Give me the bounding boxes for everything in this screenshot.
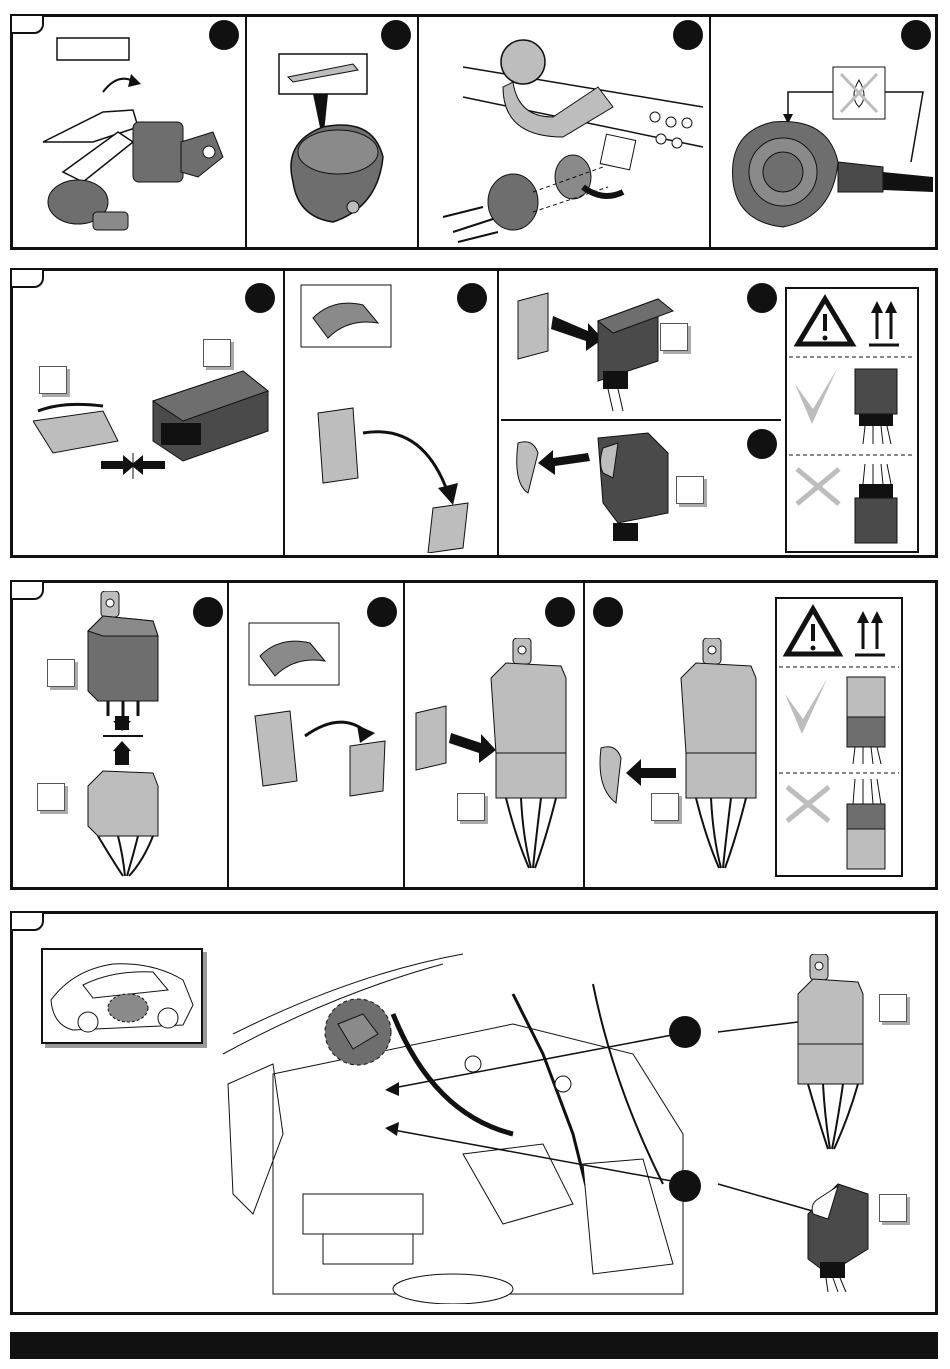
divider bbox=[417, 17, 419, 247]
divider bbox=[583, 583, 585, 887]
section-1-tab bbox=[10, 14, 44, 34]
section-1 bbox=[10, 14, 938, 250]
divider bbox=[245, 17, 247, 247]
divider bbox=[403, 583, 405, 887]
section-3-tab bbox=[10, 580, 44, 600]
divider bbox=[501, 419, 781, 421]
socket-cut-illustration bbox=[253, 32, 413, 242]
socket-mount-illustration bbox=[423, 27, 708, 247]
step-marker bbox=[747, 283, 777, 313]
section-4 bbox=[10, 911, 938, 1315]
orientation-check bbox=[775, 597, 903, 877]
footer-bar bbox=[10, 1332, 938, 1359]
step-marker bbox=[747, 429, 777, 459]
section-2 bbox=[10, 268, 938, 558]
ref-box bbox=[37, 783, 65, 811]
check-mark-icon bbox=[785, 679, 827, 734]
cross-mark-icon bbox=[797, 469, 839, 504]
step-marker bbox=[245, 283, 275, 313]
orientation-illustration bbox=[777, 599, 901, 875]
module-part-illustration bbox=[798, 1174, 878, 1294]
relay-connect-illustration bbox=[73, 591, 193, 881]
pad-apply-illustration bbox=[411, 638, 581, 878]
label-box bbox=[57, 38, 129, 60]
check-mark-icon bbox=[795, 369, 837, 424]
pad-apply-alt-illustration bbox=[591, 638, 771, 878]
divider bbox=[283, 271, 285, 555]
cross-mark-icon bbox=[787, 787, 829, 821]
step-marker bbox=[593, 597, 623, 627]
socket-seal-illustration bbox=[713, 32, 938, 242]
up-arrows-icon bbox=[869, 301, 899, 345]
step-marker bbox=[193, 597, 223, 627]
step-marker bbox=[545, 597, 575, 627]
divider bbox=[709, 17, 711, 247]
orientation-illustration bbox=[787, 289, 917, 551]
ref-box bbox=[47, 659, 75, 687]
up-arrows-icon bbox=[855, 611, 885, 655]
divider bbox=[227, 583, 229, 887]
orientation-check bbox=[785, 287, 919, 553]
socket-prep-illustration bbox=[23, 32, 243, 242]
pad-apply-illustration bbox=[508, 281, 708, 416]
ref-box bbox=[879, 1194, 907, 1222]
section-3 bbox=[10, 580, 938, 890]
module-connect-illustration bbox=[33, 361, 283, 481]
relay-part-illustration bbox=[788, 954, 878, 1154]
pad-peel-illustration bbox=[293, 283, 493, 553]
pad-peel-illustration bbox=[245, 621, 395, 801]
ref-box bbox=[879, 994, 907, 1022]
divider bbox=[497, 271, 499, 555]
pad-apply-alt-illustration bbox=[508, 423, 708, 553]
section-2-tab bbox=[10, 268, 44, 288]
